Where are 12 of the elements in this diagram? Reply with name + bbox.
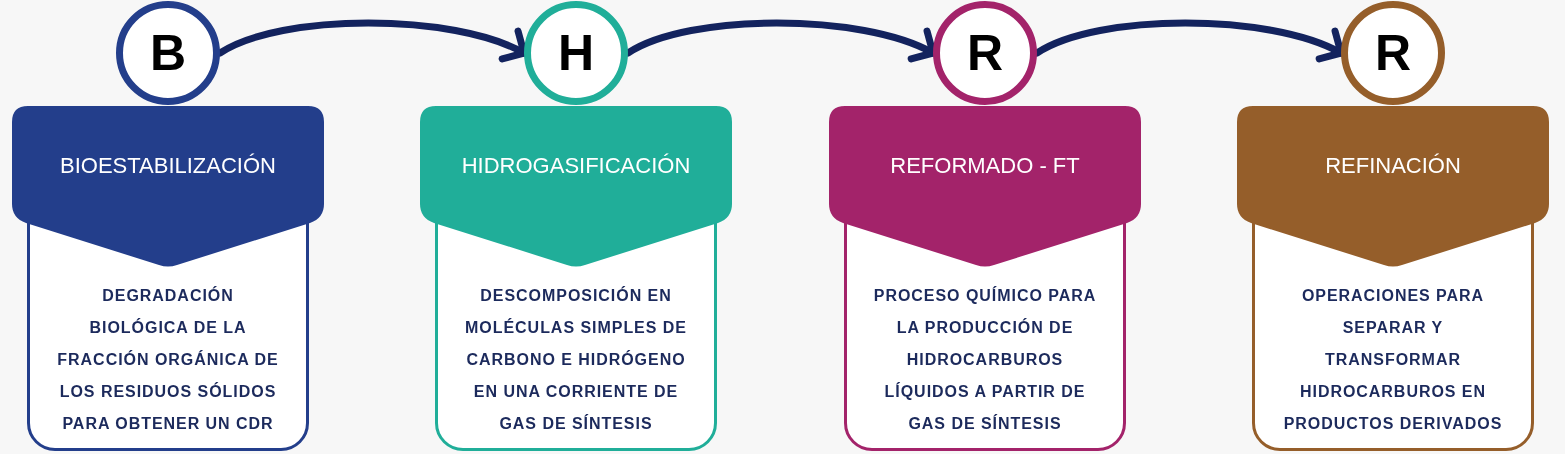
step-title: REFORMADO - FT [889,152,1081,180]
letter: R [1374,28,1412,78]
step-title: REFINACIÓN [1324,152,1462,180]
step-title: BIOESTABILIZACIÓN [59,152,277,180]
description-text: PROCESO QUÍMICO PARA LA PRODUCCIÓN DE HIDROCARBUROS LÍQUIDOS A PARTIR DE GAS DE SÍNTESIS [872,285,1098,434]
letter: H [557,28,595,78]
description-text: DESCOMPOSICIÓN EN MOLÉCULAS SIMPLES DE CARBONO E HIDRÓGENO EN UNA CORRIENTE DE GAS DE SÍNTESIS [464,285,688,434]
description-text: OPERACIONES PARA SEPARAR Y TRANSFORMAR HIDROCARBUROS EN PRODUCTOS DERIVADOS [1282,286,1504,434]
description-text: DEGRADACIÓN BIOLÓGICA DE LA FRACCIÓN ORGÁNICA DE LOS RESIDUOS SÓLIDOS PARA OBTENER UN CDR [56,285,280,434]
step-title: HIDROGASIFICACIÓN [460,152,692,180]
letter: R [966,28,1004,78]
letter: B [149,28,187,78]
